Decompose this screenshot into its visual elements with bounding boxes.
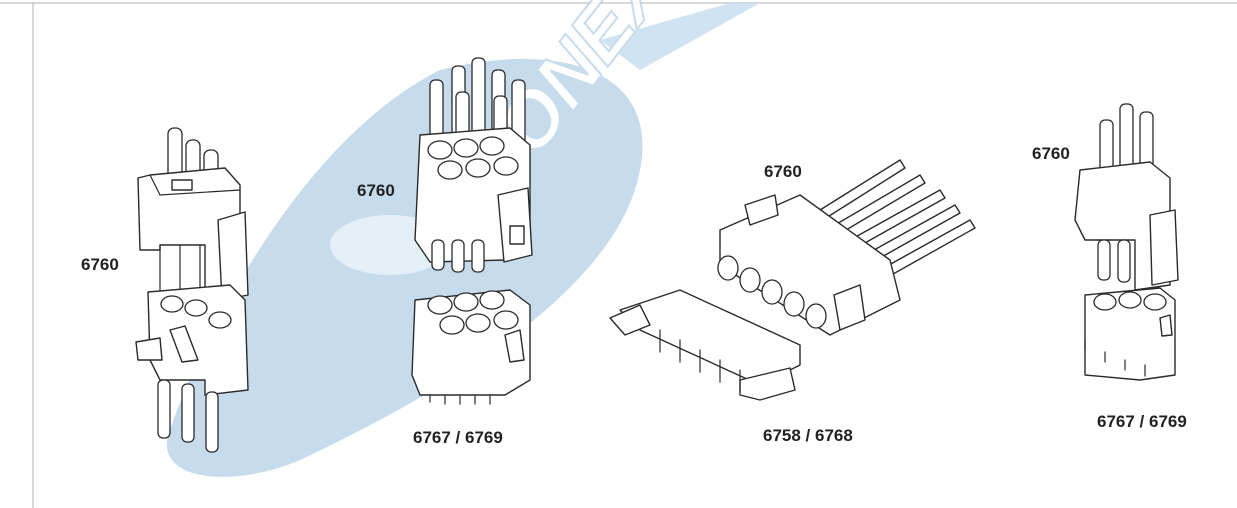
- board-pins: [429, 394, 491, 405]
- socket-hole: [479, 136, 505, 156]
- connector-b-top-housing: [414, 57, 533, 273]
- socket-hole: [427, 140, 453, 160]
- connector-a-top-housing: [137, 127, 249, 301]
- connector-d: [1074, 103, 1179, 381]
- connector-b-bottom-housing: [411, 289, 531, 405]
- connector-c: [609, 159, 976, 401]
- socket-hole: [184, 299, 208, 317]
- housing-body: [1084, 287, 1176, 381]
- plug-cavity: [783, 291, 805, 317]
- socket-hole: [208, 311, 232, 329]
- connector-a: [135, 127, 249, 453]
- connector-c-header: [609, 289, 801, 401]
- socket-hole: [479, 290, 505, 310]
- socket-hole: [1093, 293, 1117, 311]
- plug-cavity: [761, 279, 783, 305]
- header-body: [619, 289, 801, 386]
- board-pins: [659, 329, 741, 393]
- plug-cavity: [805, 303, 827, 329]
- socket-hole: [427, 295, 453, 315]
- connector-b: [411, 57, 533, 405]
- latch: [169, 325, 199, 363]
- label-connector-c-top: 6760: [764, 162, 802, 181]
- latch-window: [509, 225, 525, 245]
- latch: [504, 329, 525, 363]
- label-connector-d-top: 6760: [1032, 144, 1070, 163]
- housing-body: [137, 167, 241, 301]
- label-connector-b-bottom: 6767 / 6769: [413, 428, 503, 447]
- pin-lines: [159, 244, 201, 293]
- socket-hole: [493, 156, 519, 176]
- label-connector-d-bottom: 6767 / 6769: [1097, 412, 1187, 431]
- latch-tab: [497, 187, 533, 263]
- latch: [1159, 314, 1173, 337]
- latch-tab: [1149, 209, 1179, 286]
- latch-tab: [833, 284, 866, 331]
- socket-hole: [1143, 293, 1167, 311]
- pin: [471, 239, 485, 273]
- socket-hole: [465, 313, 491, 333]
- pin: [1097, 239, 1111, 281]
- housing-edge: [149, 174, 241, 196]
- pin: [157, 379, 171, 439]
- socket-hole: [453, 292, 479, 312]
- socket-hole: [493, 310, 519, 330]
- watermark-band: [600, 3, 760, 70]
- connector-d-top-housing: [1074, 103, 1179, 291]
- label-connector-b-top: 6760: [357, 181, 395, 200]
- pin: [451, 239, 465, 273]
- label-connector-c-bottom: 6758 / 6768: [763, 426, 853, 445]
- pin: [181, 383, 195, 443]
- latch-tab: [217, 211, 249, 301]
- housing-slot: [171, 179, 193, 191]
- socket-hole: [453, 138, 479, 158]
- socket-hole: [439, 315, 465, 335]
- board-pins: [1084, 339, 1146, 377]
- plug-cavity: [739, 267, 761, 293]
- connector-d-bottom-housing: [1084, 287, 1176, 381]
- side-lug: [135, 337, 163, 361]
- connector-c-plug: [717, 194, 901, 336]
- pin: [205, 391, 219, 453]
- socket-hole: [465, 158, 491, 178]
- pin: [1117, 239, 1131, 283]
- plug-cavity: [717, 255, 739, 281]
- socket-hole: [160, 295, 184, 313]
- pin: [431, 239, 445, 271]
- label-connector-a-top: 6760: [81, 255, 119, 274]
- socket-hole: [437, 160, 463, 180]
- connector-a-bottom-housing: [135, 284, 249, 453]
- header-end-clip: [609, 304, 651, 336]
- plug-clip: [744, 194, 779, 226]
- socket-hole: [1118, 291, 1142, 309]
